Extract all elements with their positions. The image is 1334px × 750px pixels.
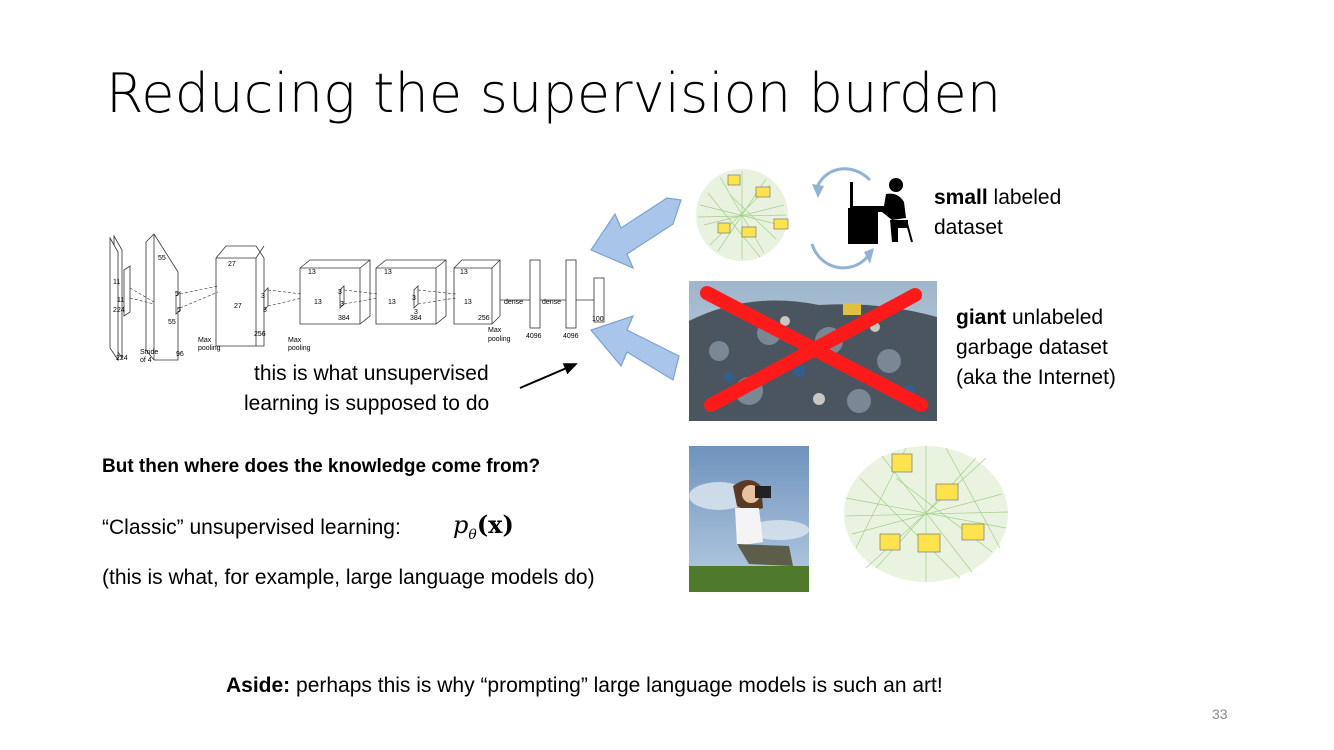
cnn-label: 100 <box>592 316 604 323</box>
image-graph-icon <box>696 169 789 261</box>
cnn-label: 384 <box>338 315 350 322</box>
formula-sub: θ <box>468 526 477 543</box>
formula-arg: (x) <box>476 510 514 539</box>
unlabeled-dataset-line3: (aka the Internet) <box>956 366 1116 389</box>
cnn-label: 3 <box>412 295 416 302</box>
cnn-architecture-diagram: 11 11 224 224 Stride of 4 55 55 96 5 5 2… <box>109 233 605 364</box>
cnn-label: 256 <box>478 315 490 322</box>
cnn-label: 27 <box>234 303 242 310</box>
photographer-image <box>689 446 809 592</box>
arrow-from-labeled <box>590 197 682 270</box>
cnn-label: 3 <box>340 301 344 308</box>
cnn-label: 5 <box>177 307 181 314</box>
formula-p: p <box>453 511 469 539</box>
cnn-label: 11 <box>117 297 124 304</box>
arrow-from-unlabeled <box>589 315 680 381</box>
red-cross-stroke <box>704 288 922 412</box>
cnn-label: 3 <box>261 293 265 300</box>
cnn-label: 3 <box>338 289 342 296</box>
cnn-label: 224 <box>116 355 128 362</box>
aside-note: Aside: perhaps this is why “prompting” l… <box>226 671 943 701</box>
cnn-label: 224 <box>113 307 125 314</box>
cnn-label: 13 <box>388 299 396 306</box>
cnn-label: 256 <box>254 331 266 338</box>
cnn-label: 4096 <box>563 333 579 340</box>
cnn-label: pooling <box>198 345 221 352</box>
cnn-label: Max <box>288 337 302 344</box>
cnn-label: 3 <box>263 307 267 314</box>
image-graph-icon <box>844 446 1009 582</box>
cnn-label: Max <box>198 337 212 344</box>
cnn-label: Stride <box>140 349 158 356</box>
annotation-line1: this is what unsupervised <box>254 362 489 385</box>
classic-unsupervised-label: “Classic” unsupervised learning: <box>102 516 401 539</box>
llm-note: (this is what, for example, large langua… <box>102 566 595 589</box>
cnn-label: dense <box>504 299 523 306</box>
cnn-label: 384 <box>410 315 422 322</box>
cnn-label: 11 <box>113 279 120 286</box>
cnn-label: 5 <box>175 291 179 298</box>
cnn-label: dense <box>542 299 561 306</box>
cnn-label: 13 <box>314 299 322 306</box>
aside-bold: Aside: <box>226 674 291 697</box>
cnn-label: Max <box>488 327 502 334</box>
unlabeled-dataset-line1: giant unlabeled <box>956 303 1103 333</box>
unlabeled-dataset-line2: garbage dataset <box>956 336 1108 359</box>
aside-text: perhaps this is why “prompting” large la… <box>290 674 943 697</box>
cnn-label: 13 <box>460 269 468 276</box>
labeled-dataset-line2: dataset <box>934 216 1003 239</box>
slide-title: Reducing the supervision burden <box>106 62 1002 125</box>
cnn-label: pooling <box>488 336 511 343</box>
cnn-label: 55 <box>168 319 176 326</box>
cnn-label: 4096 <box>526 333 542 340</box>
labeled-rest: labeled <box>987 186 1062 209</box>
unlabeled-bold: giant <box>956 306 1007 329</box>
labeled-bold: small <box>934 186 988 209</box>
cnn-label: 96 <box>176 351 184 358</box>
cnn-label: 27 <box>228 261 236 268</box>
labeled-dataset-line1: small labeled <box>934 183 1061 213</box>
cnn-label: 13 <box>384 269 392 276</box>
cycle-arrows-icon <box>810 167 874 270</box>
cnn-label: 13 <box>308 269 316 276</box>
cnn-label: of 4 <box>140 357 152 364</box>
garbage-pile-image <box>689 281 937 421</box>
input-arrows <box>589 197 682 381</box>
annotation-arrow <box>519 363 578 389</box>
cnn-label: 13 <box>464 299 472 306</box>
cnn-label: pooling <box>288 345 311 352</box>
unlabeled-rest: unlabeled <box>1006 306 1104 329</box>
annotation-line2: learning is supposed to do <box>244 392 490 415</box>
cnn-label: 3 <box>414 309 418 316</box>
knowledge-question: But then where does the knowledge come f… <box>102 456 541 477</box>
person-at-desk-icon <box>848 178 913 244</box>
slide-number: 33 <box>1212 706 1228 722</box>
formula-p-theta-x: pθ(x) <box>453 510 514 543</box>
cnn-label: 55 <box>158 255 166 262</box>
